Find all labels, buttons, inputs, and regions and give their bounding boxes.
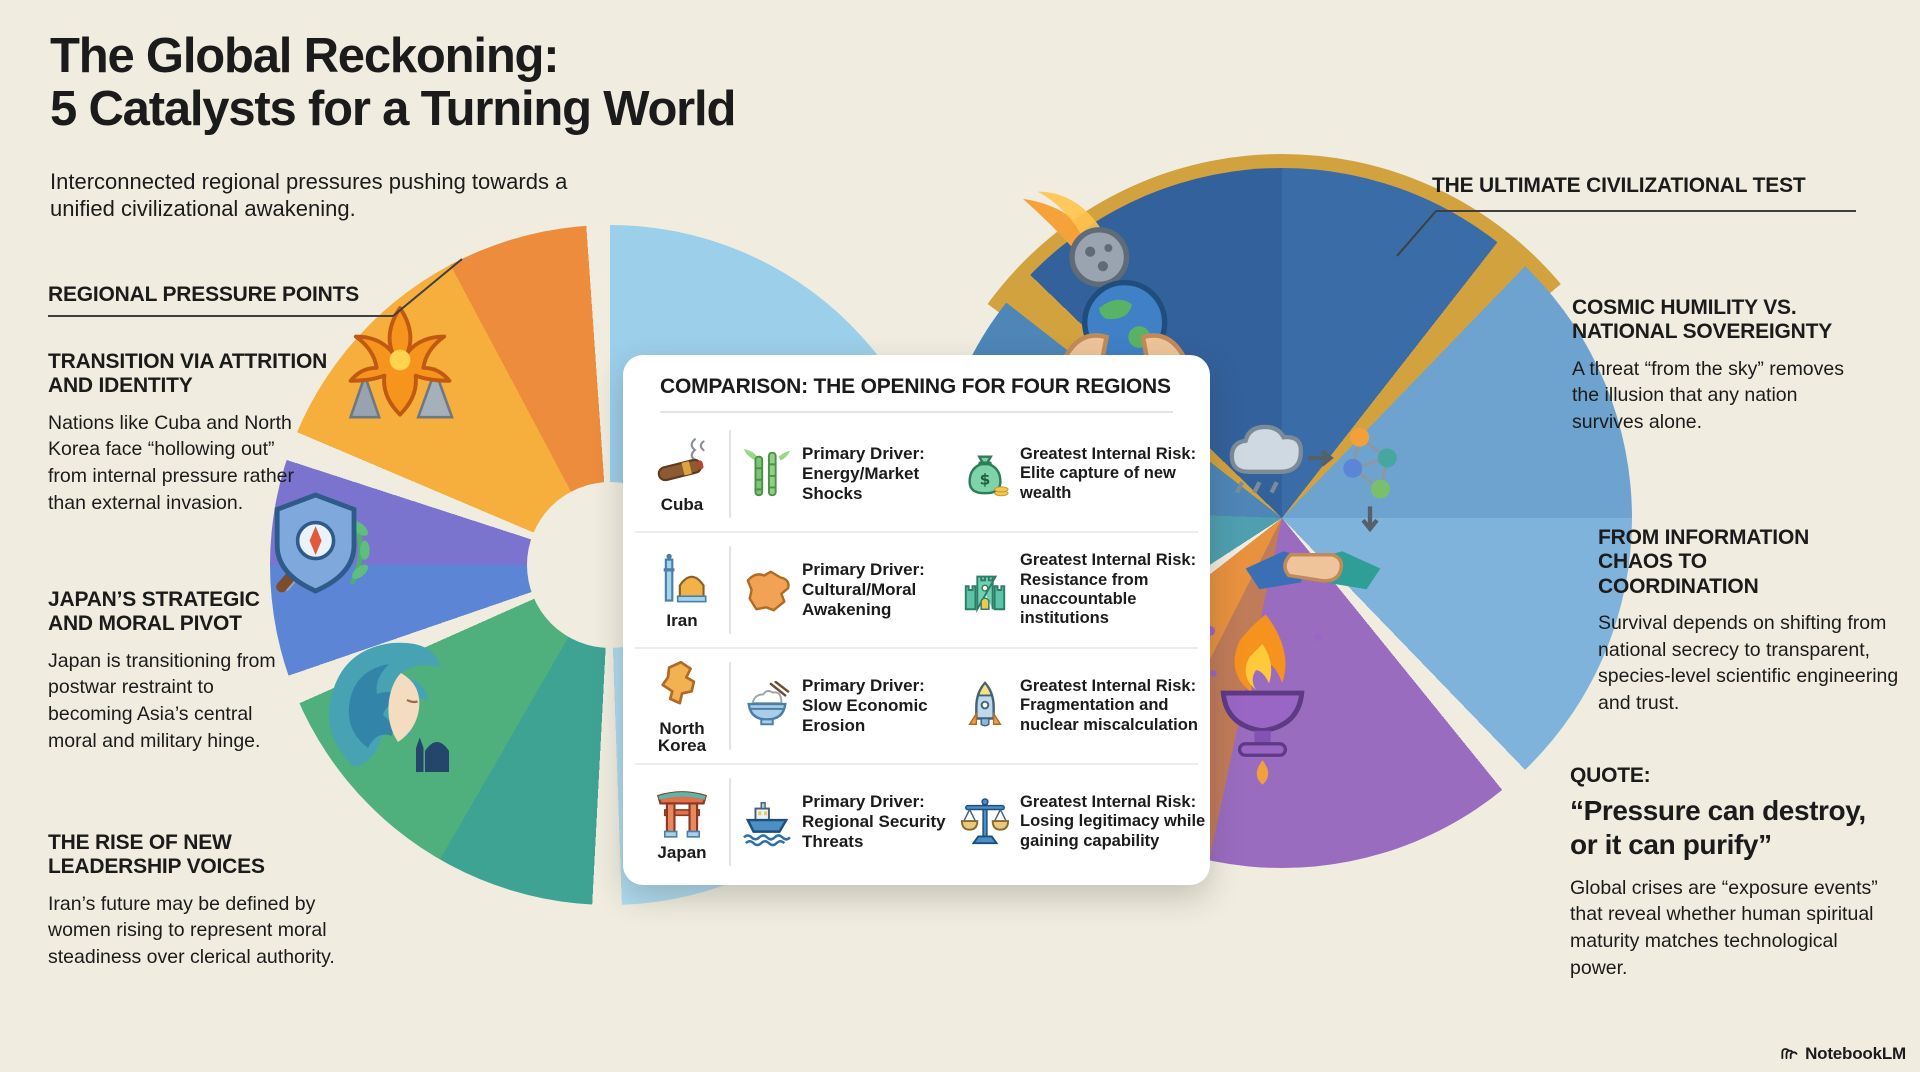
comparison-card-title: COMPARISON: THE OPENING FOR FOUR REGIONS [660, 375, 1171, 398]
right-panel-label: THE ULTIMATE CIVILIZATIONAL TEST [1432, 174, 1806, 197]
notebooklm-logo-icon [1781, 1048, 1798, 1060]
brand-name: NotebookLM [1805, 1044, 1906, 1063]
cigar-icon [657, 438, 705, 482]
region-name: North Korea [657, 718, 707, 755]
section-body: Japan is transitioning from postwar rest… [48, 649, 276, 752]
cloud-network-handshake-icon [1218, 420, 1408, 610]
section-body: Iran’s future may be defined by women ri… [48, 892, 335, 969]
missile-icon [960, 681, 1010, 731]
region-cell: Cuba [635, 435, 729, 513]
driver-text: Primary Driver:Energy/Market Shocks [802, 443, 925, 504]
risk-text: Greatest Internal Risk:Fragmentation and… [1020, 676, 1198, 734]
left-section-attrition: TRANSITION VIA ATTRITION AND IDENTITY Na… [48, 350, 358, 517]
driver-text: Primary Driver:Cultural/Moral Awakening [802, 559, 925, 620]
table-row-iran: Iran Primary Driver:Cultural/Moral Awake… [635, 531, 1198, 647]
shield-compass-icon [258, 483, 378, 603]
svg-text:$: $ [980, 471, 991, 489]
column-divider [729, 778, 731, 866]
region-cell: Japan [635, 783, 729, 861]
north-korea-map-icon [661, 660, 696, 704]
section-heading: JAPAN’S STRATEGIC AND MORAL PIVOT [48, 588, 260, 636]
woman-face-icon [308, 628, 458, 778]
quote-label: QUOTE: [1570, 764, 1651, 787]
column-divider [729, 546, 731, 634]
column-divider [729, 430, 731, 518]
region-name: Cuba [660, 495, 704, 514]
scales-icon [960, 797, 1010, 847]
page-title: The Global Reckoning:5 Catalysts for a T… [50, 29, 736, 137]
driver-text: Primary Driver:Regional Security Threats [802, 791, 946, 852]
section-body: Nations like Cuba and North Korea face “… [48, 411, 295, 514]
left-section-japan-pivot: JAPAN’S STRATEGIC AND MORAL PIVOT Japan … [48, 588, 286, 755]
region-name: Japan [657, 843, 707, 862]
region-cell: North Korea [635, 659, 729, 754]
page-subtitle: Interconnected regional pressures pushin… [50, 169, 568, 222]
comparison-card: COMPARISON: THE OPENING FOR FOUR REGIONS [623, 355, 1210, 885]
table-row-cuba: Cuba Primary Driver:Energy/Market Shocks [635, 417, 1198, 531]
fortress-icon [960, 565, 1010, 615]
comparison-rows: Cuba Primary Driver:Energy/Market Shocks [635, 417, 1205, 879]
section-body: A threat “from the sky” removes the illu… [1572, 357, 1845, 434]
risk-text: Greatest Internal Risk:Losing legitimacy… [1020, 792, 1206, 850]
left-section-leadership-voices: THE RISE OF NEW LEADERSHIP VOICES Iran’s… [48, 831, 340, 971]
iran-map-icon [742, 565, 792, 615]
table-row-north-korea: North Korea Primary Driver:Slow Economic… [635, 647, 1198, 763]
card-title-rule [660, 411, 1173, 413]
ship-icon [742, 797, 792, 847]
region-name: Iran [666, 611, 698, 630]
section-heading: COSMIC HUMILITY VS. NATIONAL SOVEREIGNTY [1572, 296, 1833, 344]
right-section-cosmic-humility: COSMIC HUMILITY VS. NATIONAL SOVEREIGNTY… [1572, 296, 1857, 436]
phoenix-icon [335, 295, 465, 425]
money-bag-icon: $ [960, 449, 1010, 499]
footer: NotebookLM [1779, 1044, 1906, 1064]
mosque-icon [663, 553, 707, 603]
right-section-coordination: FROM INFORMATION CHAOS TO COORDINATION S… [1598, 526, 1920, 717]
risk-text: Greatest Internal Risk:Elite capture of … [1020, 444, 1197, 502]
driver-text: Primary Driver:Slow Economic Erosion [802, 675, 928, 736]
rice-bowl-icon [742, 681, 792, 731]
quote-text: “Pressure can destroy, or it can purify” [1570, 795, 1866, 860]
column-divider [729, 662, 731, 750]
left-panel-label: REGIONAL PRESSURE POINTS [48, 283, 360, 306]
section-heading: TRANSITION VIA ATTRITION AND IDENTITY [48, 350, 328, 398]
torii-gate-icon [656, 791, 708, 838]
table-row-japan: Japan Primary Driver:Regional Security T… [635, 763, 1205, 879]
section-heading: FROM INFORMATION CHAOS TO COORDINATION [1598, 526, 1810, 598]
section-heading: THE RISE OF NEW LEADERSHIP VOICES [48, 831, 265, 879]
sugarcane-icon [742, 449, 792, 499]
right-section-quote: QUOTE: “Pressure can destroy, or it can … [1570, 764, 1900, 981]
section-body: Survival depends on shifting from nation… [1598, 612, 1899, 715]
region-cell: Iran [635, 551, 729, 629]
section-body: Global crises are “exposure events” that… [1570, 876, 1878, 979]
risk-text: Greatest Internal Risk:Resistance from u… [1020, 551, 1197, 628]
